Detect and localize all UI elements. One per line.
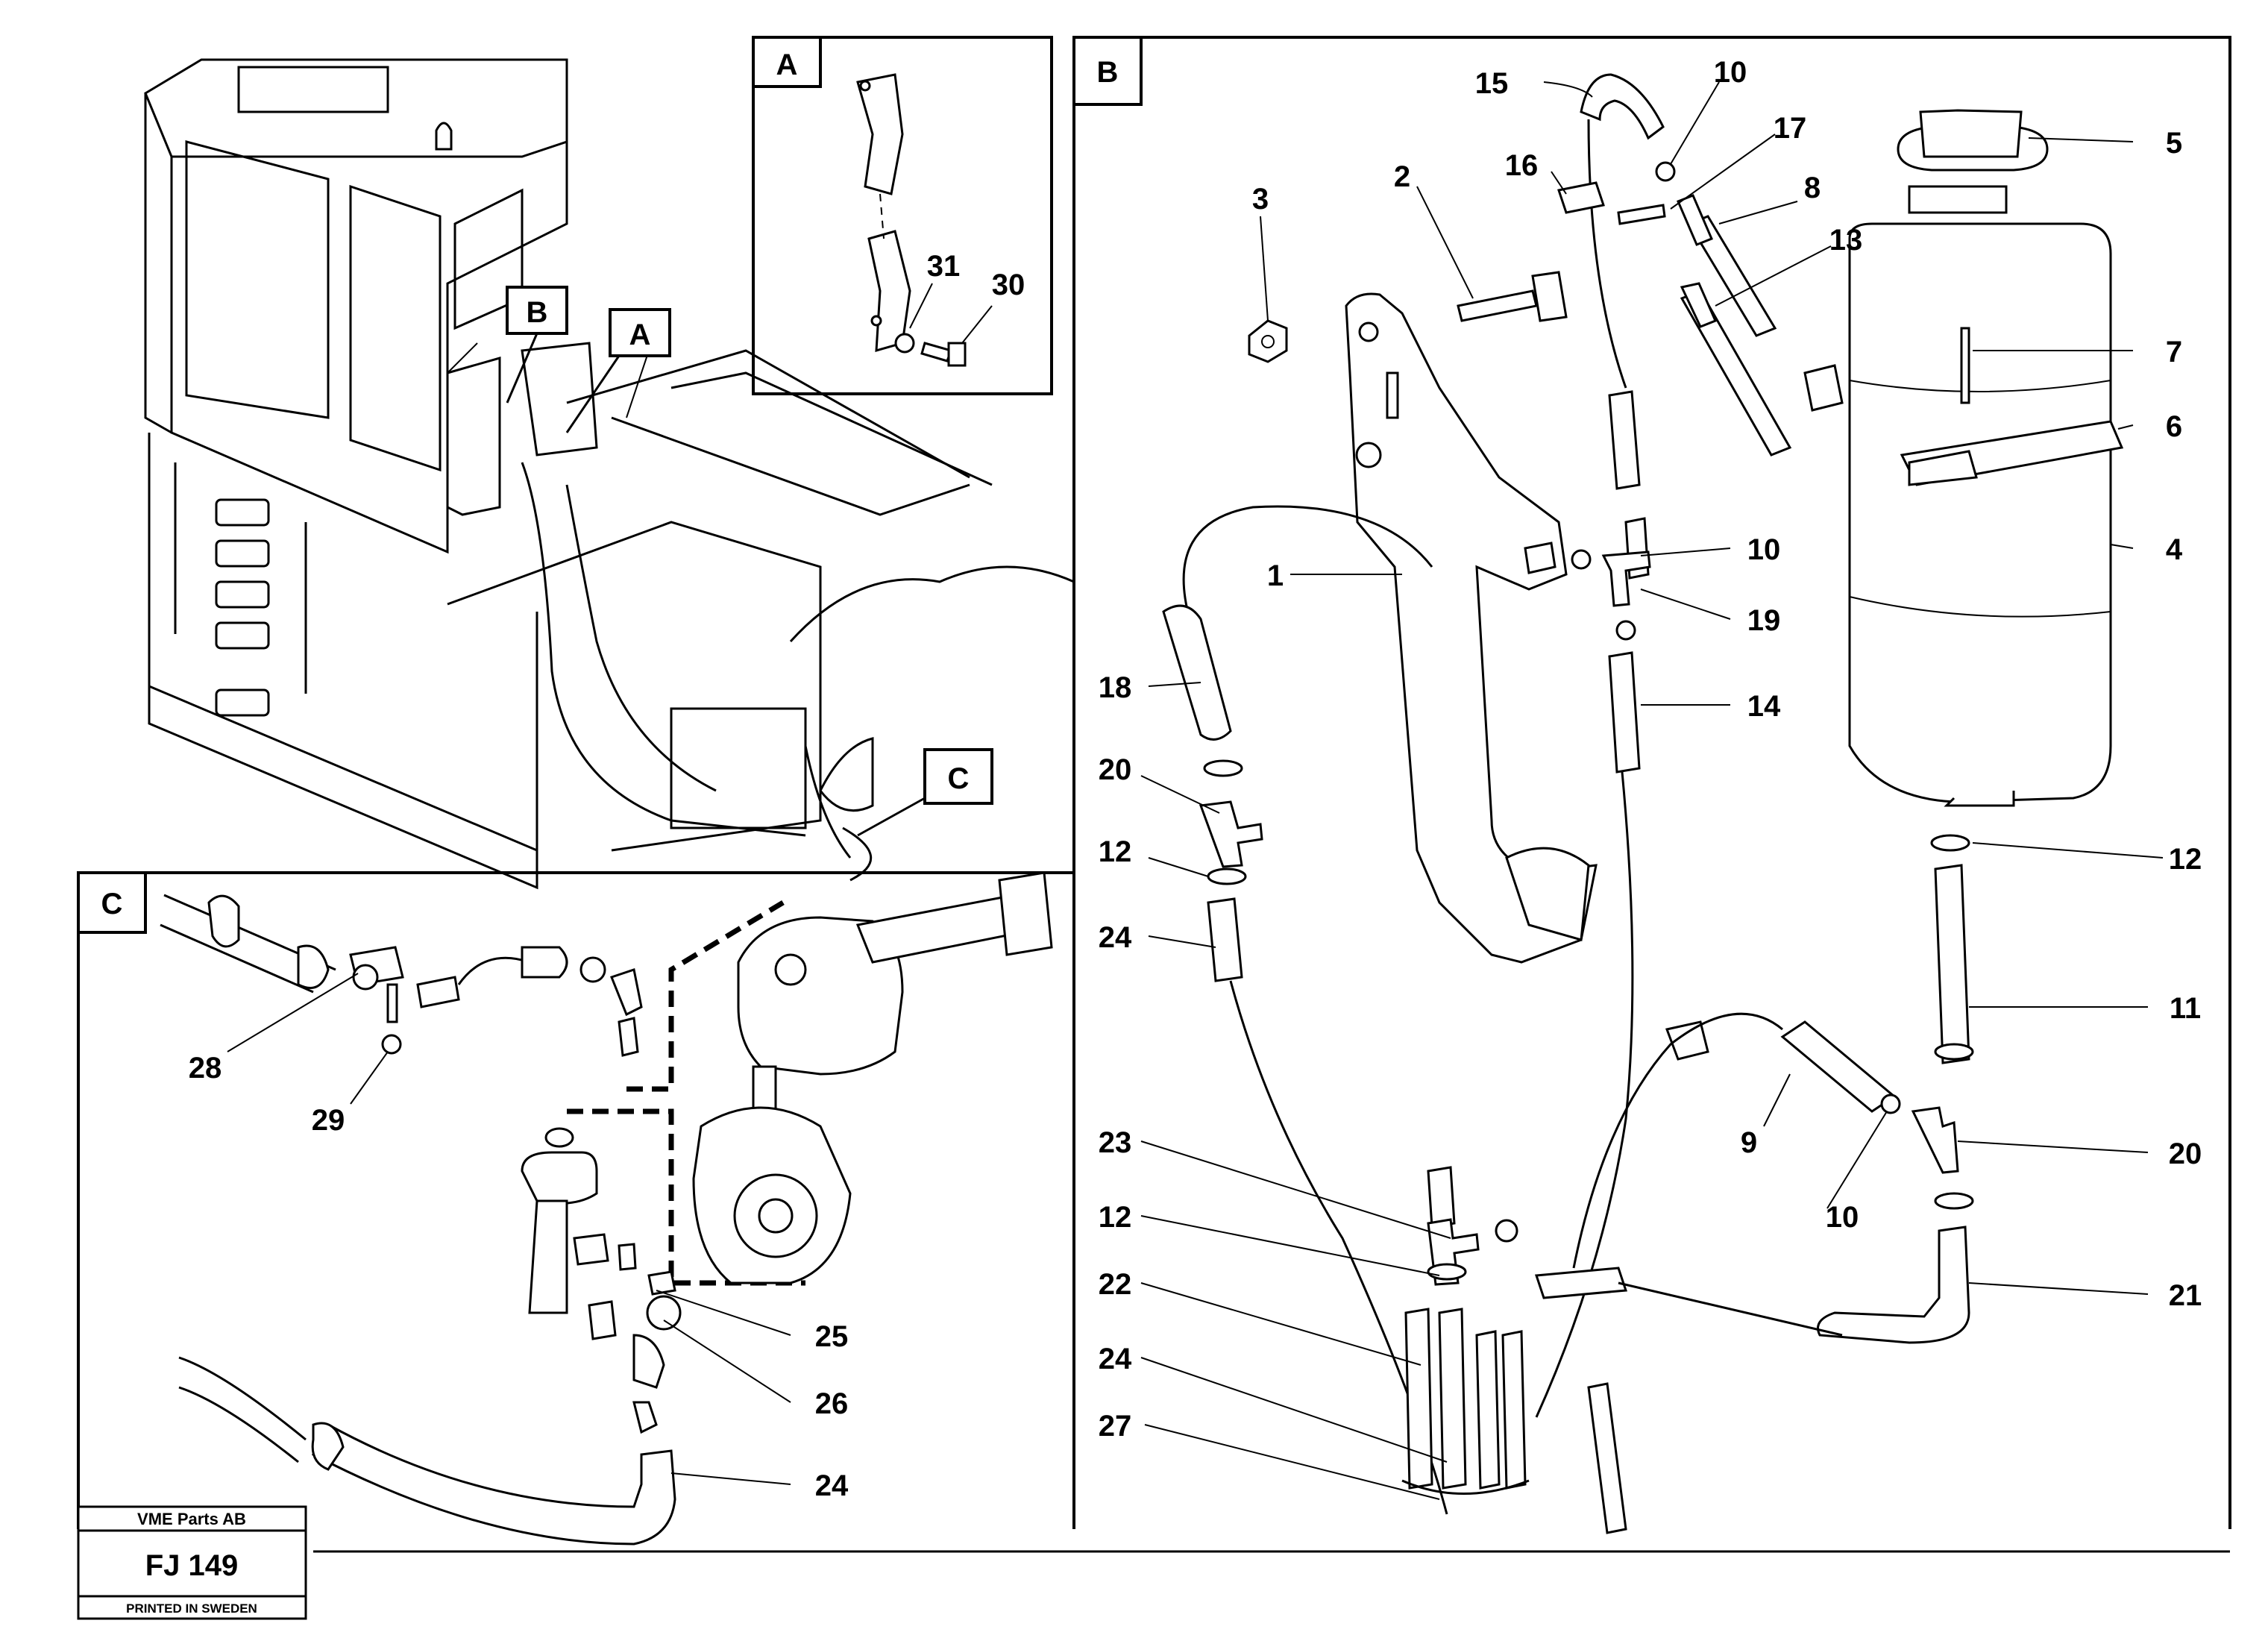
hose-24-left [1207, 897, 1243, 982]
callout-17: 17 [1774, 112, 1807, 145]
marker-a: A [565, 308, 671, 433]
panel-a: A 31 30 [752, 36, 1053, 395]
screw-30 [920, 342, 952, 363]
hose-11 [1934, 864, 1970, 1064]
callout-5: 5 [2166, 127, 2182, 160]
screw-29 [381, 1034, 402, 1055]
callout-18: 18 [1099, 671, 1132, 704]
strap-bracket-upper [856, 73, 904, 195]
expansion-tank-4 [1848, 222, 2112, 803]
callout-30: 30 [992, 269, 1025, 301]
callout-7: 7 [2166, 336, 2182, 368]
marker-c: C [857, 748, 993, 837]
callout-6: 6 [2166, 410, 2182, 443]
marker-a-label: A [629, 318, 651, 351]
callout-10-mid: 10 [1747, 533, 1781, 566]
hose-9 [1780, 1020, 1897, 1113]
screw-17 [1617, 204, 1666, 225]
callout-24: 24 [1099, 921, 1132, 954]
washer-31 [894, 333, 915, 354]
callout-24-lower: 24 [1099, 1343, 1132, 1375]
callout-22: 22 [1099, 1268, 1132, 1301]
fitting-25 [647, 1270, 676, 1296]
clip-7 [1960, 327, 1970, 404]
callout-21: 21 [2169, 1279, 2202, 1312]
nut-3 [1248, 319, 1288, 363]
hose-24-bundle [1438, 1308, 1467, 1490]
callout-14: 14 [1747, 690, 1781, 723]
callout-20-right: 20 [2169, 1138, 2202, 1170]
tee-20 [1199, 800, 1263, 868]
printed-note: PRINTED IN SWEDEN [126, 1601, 257, 1616]
hose-15 [1580, 73, 1665, 140]
callout-12-lower: 12 [1099, 1201, 1132, 1234]
company-name: VME Parts AB [137, 1510, 246, 1528]
hose-24-c [311, 1422, 676, 1546]
callout-16: 16 [1505, 149, 1539, 182]
callout-10-lower: 10 [1826, 1201, 1859, 1234]
hose-21 [1817, 1226, 1970, 1344]
callout-3: 3 [1252, 183, 1269, 216]
callout-19: 19 [1747, 604, 1781, 637]
tie-27 [1401, 1479, 1530, 1495]
callout-1: 1 [1267, 559, 1284, 592]
callout-10: 10 [1714, 56, 1747, 89]
callout-4: 4 [2166, 533, 2183, 566]
title-block: VME Parts AB FJ 149 PRINTED IN SWEDEN [77, 1505, 307, 1620]
hose-22 [1404, 1308, 1433, 1490]
strap-bracket-lower [867, 230, 911, 353]
callout-12: 12 [1099, 835, 1132, 868]
overview-illustration [144, 58, 1075, 890]
marker-c-label: C [948, 762, 970, 795]
callout-11: 11 [2170, 992, 2201, 1025]
callout-25: 25 [815, 1320, 849, 1353]
panel-c: C [77, 871, 2230, 1553]
callout-20: 20 [1099, 753, 1132, 786]
drawing-code: FJ 149 [145, 1549, 239, 1582]
panel-b-label: B [1097, 56, 1119, 89]
callout-12-right: 12 [2169, 843, 2202, 876]
hose-14 [1608, 651, 1641, 774]
bracket-1 [1345, 292, 1598, 964]
callout-9: 9 [1741, 1126, 1757, 1159]
marker-b-label: B [527, 296, 548, 329]
panel-c-label: C [101, 888, 123, 920]
callout-2: 2 [1394, 160, 1410, 193]
fitting-26 [646, 1295, 682, 1331]
hose-18 [1162, 604, 1232, 741]
marker-b: B [506, 286, 568, 404]
callout-23: 23 [1099, 1126, 1132, 1159]
callout-31: 31 [927, 250, 961, 283]
callout-29: 29 [312, 1104, 345, 1137]
callout-15: 15 [1475, 67, 1509, 100]
panel-a-label: A [776, 48, 798, 81]
callout-13: 13 [1829, 224, 1863, 257]
callout-24-c: 24 [815, 1469, 849, 1502]
flange-fitting [521, 1151, 598, 1205]
panel-b: B [1072, 36, 2231, 1534]
callout-8: 8 [1804, 172, 1821, 204]
callout-26: 26 [815, 1387, 849, 1420]
clamp-10-right [1880, 1093, 1901, 1114]
callout-28: 28 [189, 1052, 222, 1085]
clamp-10-top [1655, 161, 1676, 182]
water-pump [737, 916, 904, 1076]
tee-19 [1601, 550, 1651, 607]
tee-20-right [1911, 1106, 1959, 1174]
clamp-16 [1557, 181, 1605, 214]
bolt-2 [1457, 289, 1538, 322]
callout-27: 27 [1099, 1410, 1132, 1443]
